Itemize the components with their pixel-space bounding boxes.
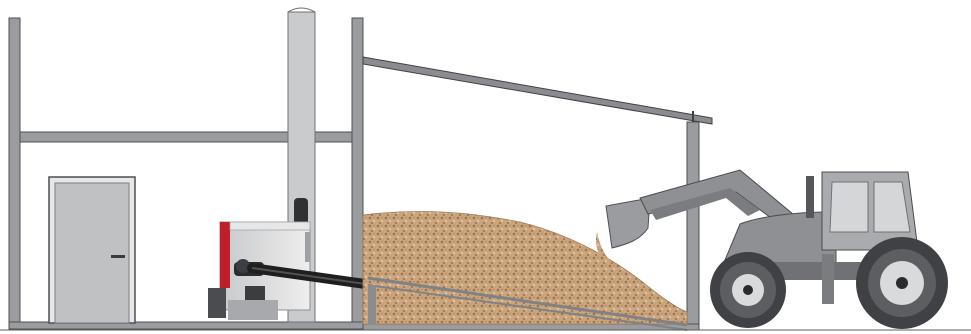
boiler-room-door — [49, 177, 135, 323]
door-handle-icon — [111, 255, 125, 258]
